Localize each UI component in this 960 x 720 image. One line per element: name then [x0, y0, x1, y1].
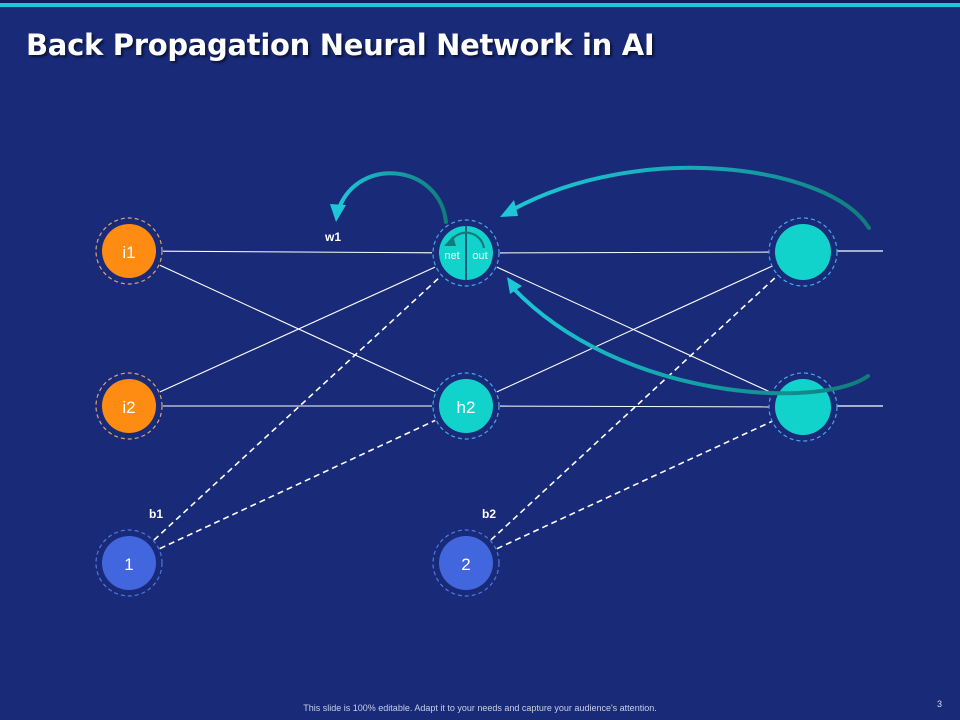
connection-b1-h2 — [159, 419, 436, 550]
node-b2-label: 2 — [461, 555, 470, 574]
node-o2[interactable] — [768, 372, 838, 442]
connection-b1-h1 — [153, 275, 442, 541]
node-b1-circle — [102, 536, 156, 590]
backprop-arc-w1 — [337, 171, 448, 224]
node-b1-label: 1 — [124, 555, 133, 574]
backprop-arrow-h1-to-w1 — [330, 171, 448, 224]
backprop-arrowhead-bottom-icon — [507, 277, 522, 294]
backprop-arrow-o1-to-h1 — [500, 165, 871, 230]
net-out-arrowhead-icon — [444, 236, 456, 246]
node-b1-ring — [95, 529, 163, 597]
node-o1-ring — [768, 217, 838, 287]
page-number: 3 — [936, 699, 942, 709]
connection-b2-o2 — [496, 420, 773, 550]
node-o1-circle — [775, 224, 831, 280]
connection-i2-h1 — [159, 266, 436, 393]
bias-label-b2: b2 — [482, 507, 496, 521]
node-h1-ring — [432, 219, 500, 287]
backprop-arrowhead-w1-icon — [330, 204, 346, 222]
node-i2-circle — [102, 379, 156, 433]
bias-label-b1: b1 — [149, 507, 163, 521]
backprop-arrowhead-top-icon — [500, 200, 518, 217]
top-accent-bar — [0, 3, 960, 7]
node-b2-ring — [432, 529, 500, 597]
backprop-arrow-o2-to-h1 — [507, 277, 870, 396]
node-h1[interactable]: net out — [432, 219, 500, 287]
slide-title: Back Propagation Neural Network in AI — [26, 28, 655, 62]
node-o2-circle — [775, 379, 831, 435]
footer-note: This slide is 100% editable. Adapt it to… — [303, 703, 657, 713]
connection-h1-o1 — [499, 251, 770, 254]
backprop-arc-bottom — [511, 286, 870, 396]
connection-b2-o1 — [490, 274, 779, 541]
node-b2[interactable]: 2 — [432, 529, 500, 597]
connection-h2-o1 — [496, 265, 773, 393]
node-i2[interactable]: i2 — [95, 372, 163, 440]
node-h2-circle — [439, 379, 493, 433]
node-i1-circle — [102, 224, 156, 278]
node-i1[interactable]: i1 — [95, 217, 163, 285]
node-i2-label: i2 — [122, 398, 135, 417]
backprop-arc-top — [510, 165, 871, 230]
top-dark-strip — [0, 0, 960, 3]
node-h1-out-label: out — [472, 250, 487, 262]
connection-h1-o2 — [496, 266, 773, 394]
weight-label-w1: w1 — [324, 230, 341, 244]
node-h2-ring — [432, 372, 500, 440]
node-i1-ring — [95, 217, 163, 285]
connection-i1-h2 — [159, 264, 436, 393]
node-b1[interactable]: 1 — [95, 529, 163, 597]
node-h2-label: h2 — [457, 398, 476, 417]
connections-layer — [153, 250, 779, 550]
node-i1-label: i1 — [122, 243, 135, 262]
node-o2-ring — [768, 372, 838, 442]
node-i2-ring — [95, 372, 163, 440]
node-o1[interactable] — [768, 217, 838, 287]
net-out-arrow-icon — [450, 231, 486, 249]
node-b2-circle — [439, 536, 493, 590]
connection-i1-h1 — [162, 250, 433, 254]
node-h1-net-label: net — [444, 250, 459, 262]
node-h2[interactable]: h2 — [432, 372, 500, 440]
